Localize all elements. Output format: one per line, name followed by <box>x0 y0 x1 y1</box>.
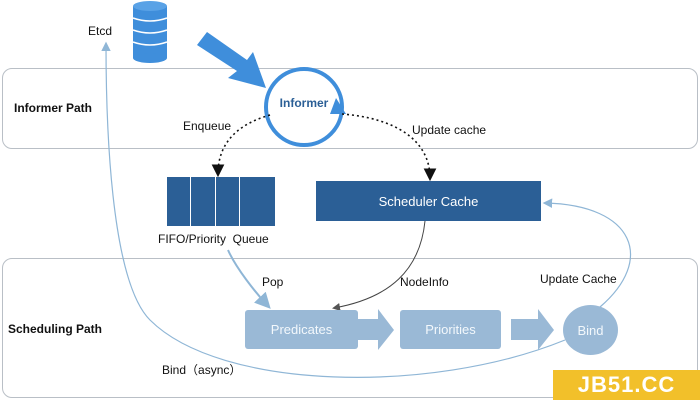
informer-circle-icon <box>264 67 346 147</box>
enqueue-edge <box>211 114 271 178</box>
queue-slot <box>216 177 240 226</box>
predicates-box: Predicates <box>245 310 358 349</box>
etcd-to-informer-arrow <box>197 32 266 88</box>
database-icon <box>132 1 168 63</box>
etcd-label: Etcd <box>88 24 113 38</box>
priorities-box: Priorities <box>400 310 501 349</box>
nodeinfo-edge <box>332 220 426 311</box>
enqueue-label: Enqueue <box>183 119 232 133</box>
update-cache-bottom-edge <box>542 198 631 308</box>
bind-node: Bind <box>563 305 618 355</box>
informer-path-label: Informer Path <box>14 101 93 115</box>
update-cache-label: Update cache <box>412 123 487 137</box>
scheduling-path-label: Scheduling Path <box>8 322 103 336</box>
bind-async-label: Bind（async） <box>162 363 242 377</box>
priorities-to-bind-arrow <box>511 309 554 350</box>
update-cache-bottom-label: Update Cache <box>540 272 617 286</box>
predicates-to-priorities-arrow <box>350 309 394 350</box>
bind-async-edge <box>101 41 566 378</box>
update-cache-edge <box>341 113 437 182</box>
scheduler-cache-box: Scheduler Cache <box>316 181 541 221</box>
pop-edge <box>227 249 271 309</box>
pop-label: Pop <box>262 275 284 289</box>
queue-label: FIFO/Priority Queue <box>158 232 269 246</box>
informer-label: Informer <box>279 96 329 110</box>
queue-slot <box>167 177 192 226</box>
nodeinfo-label: NodeInfo <box>400 275 449 289</box>
queue-slot <box>240 177 275 226</box>
queue-slot <box>191 177 216 226</box>
watermark: JB51.CC <box>553 370 700 400</box>
informer-path-lane <box>2 68 698 149</box>
fifo-priority-queue <box>167 177 275 226</box>
